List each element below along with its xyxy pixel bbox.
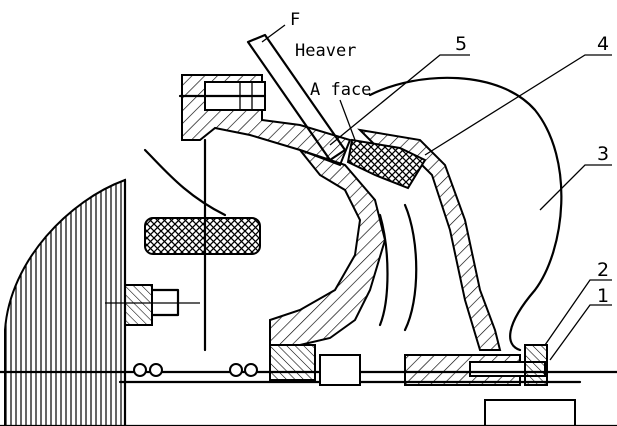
cover-dome — [368, 76, 563, 352]
part-number-3: 3 — [597, 143, 609, 165]
bearing-mid — [319, 354, 361, 386]
nut-part2 — [524, 344, 548, 386]
hub-sphere — [4, 178, 126, 426]
bearing-left — [269, 344, 316, 381]
leader-4 — [424, 54, 612, 156]
oring-1 — [133, 363, 147, 377]
shaft-boss — [124, 284, 153, 326]
label-face: A face — [310, 80, 371, 100]
shaft-collar — [484, 399, 576, 426]
part-number-5: 5 — [455, 33, 467, 55]
leader-f — [261, 24, 286, 43]
seal-packing-upper — [346, 138, 427, 190]
seal-packing-lower — [144, 217, 261, 255]
label-force: F — [290, 10, 300, 30]
housing-body — [269, 147, 387, 346]
label-heaver: Heaver — [295, 41, 356, 61]
oring-4 — [244, 363, 258, 377]
leader-1 — [549, 304, 612, 361]
leader-3 — [539, 164, 612, 211]
part-number-2: 2 — [597, 259, 609, 281]
leader-2 — [544, 279, 612, 346]
leader-face — [339, 99, 356, 141]
part-number-1: 1 — [597, 285, 609, 307]
leader-5 — [329, 54, 470, 146]
oring-2 — [149, 363, 163, 377]
heaver-bar — [246, 33, 347, 162]
part-number-4: 4 — [597, 33, 609, 55]
oring-3 — [229, 363, 243, 377]
